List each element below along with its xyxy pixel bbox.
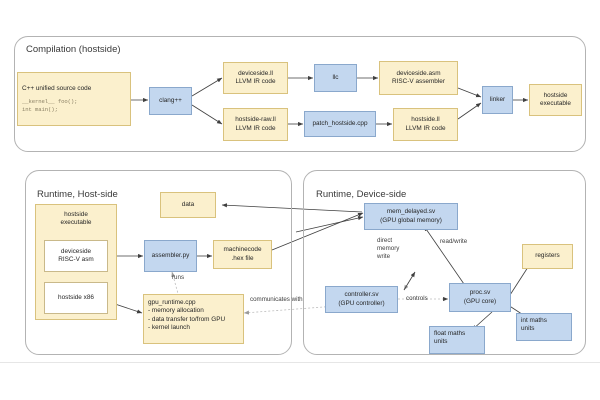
node-proc-sv[interactable]: proc.sv (GPU core)	[449, 283, 511, 312]
machinecode-line2: .hex file	[231, 254, 254, 262]
node-hostside-ll[interactable]: hostside.ll LLVM IR code	[393, 108, 458, 141]
group-runtime-device	[303, 170, 586, 355]
proc-line2: (GPU core)	[463, 297, 497, 305]
group-compilation	[14, 36, 586, 152]
controller-line1: controller.sv	[344, 291, 379, 299]
label-communicates-with: communicates with	[250, 296, 303, 303]
node-assembler-py[interactable]: assembler.py	[144, 240, 197, 272]
hostside-raw-ll-line1: hostside-raw.ll	[235, 116, 276, 124]
label-runs: runs	[172, 274, 185, 281]
label-direct-memory-write: direct memory write	[377, 237, 400, 260]
node-patch-hostside[interactable]: patch_hostside.cpp	[304, 111, 376, 137]
node-deviceside-asm[interactable]: deviceside.asm RISC-V assembler	[379, 61, 458, 95]
deviceside-ll-line1: deviceside.ll	[238, 69, 273, 77]
node-int-maths-units[interactable]: int maths units	[516, 313, 572, 341]
group-runtime-host	[25, 170, 292, 355]
node-hostside-x86[interactable]: hostside x86	[44, 282, 108, 314]
deviceside-ll-line2: LLVM IR code	[235, 78, 276, 85]
node-llc[interactable]: llc	[314, 64, 357, 92]
node-machinecode-hex[interactable]: machinecode .hex file	[213, 240, 272, 269]
deviceside-riscv-line1: deviceside	[60, 247, 92, 255]
hostside-x86-label: hostside x86	[58, 293, 94, 301]
hostside-exe-runtime-line2: executable	[60, 219, 92, 227]
node-registers[interactable]: registers	[522, 244, 573, 269]
node-clang[interactable]: clang++	[149, 87, 192, 115]
node-cpp-source[interactable]: C++ unified source code __kernel__ foo()…	[17, 72, 131, 126]
cpp-source-code-1: __kernel__ foo();	[22, 98, 78, 106]
mem-delayed-line2: (GPU global memory)	[380, 216, 442, 224]
patch-hostside-label: patch_hostside.cpp	[312, 119, 368, 127]
deviceside-asm-line1: deviceside.asm	[396, 69, 441, 77]
node-data[interactable]: data	[160, 192, 216, 218]
mem-delayed-line1: mem_delayed.sv	[386, 208, 436, 216]
group-runtime-device-title: Runtime, Device-side	[316, 189, 407, 200]
machinecode-line1: machinecode	[223, 246, 262, 254]
int-maths-line2: units	[521, 325, 535, 333]
gpu-runtime-line1: gpu_runtime.cpp	[148, 299, 196, 306]
hostside-raw-ll-line2: LLVM IR code	[235, 124, 276, 132]
cpp-source-code-2: int main();	[22, 105, 58, 113]
node-deviceside-riscv-asm[interactable]: deviceside RISC-V asm	[44, 240, 108, 272]
node-controller-sv[interactable]: controller.sv (GPU controller)	[325, 286, 398, 313]
group-runtime-host-title: Runtime, Host-side	[37, 189, 118, 200]
hostside-ll-line2: LLVM IR code	[405, 124, 446, 132]
node-float-maths-units[interactable]: float maths units	[429, 326, 485, 354]
hostside-exe-runtime-line1: hostside	[64, 211, 88, 218]
deviceside-riscv-line2: RISC-V asm	[58, 256, 94, 263]
gpu-runtime-line3: - data transfer to/from GPU	[148, 315, 226, 323]
node-deviceside-ll[interactable]: deviceside.ll LLVM IR code	[223, 62, 288, 94]
bottom-divider	[0, 362, 600, 363]
hostside-exe-line1: hostside	[543, 91, 568, 99]
node-gpu-runtime-cpp[interactable]: gpu_runtime.cpp - memory allocation - da…	[143, 294, 244, 344]
cpp-source-title: C++ unified source code	[22, 84, 92, 92]
node-mem-delayed-sv[interactable]: mem_delayed.sv (GPU global memory)	[364, 203, 458, 230]
label-controls: controls	[406, 295, 428, 302]
registers-label: registers	[535, 252, 560, 260]
gpu-runtime-line2: - memory allocation	[148, 307, 204, 315]
float-maths-line2: units	[434, 338, 448, 346]
gpu-runtime-line4: - kernel launch	[148, 324, 190, 332]
assembler-label: assembler.py	[151, 251, 190, 259]
label-read-write: read/write	[440, 238, 468, 245]
group-compilation-title: Compilation (hostside)	[26, 44, 121, 55]
node-hostside-raw-ll[interactable]: hostside-raw.ll LLVM IR code	[223, 108, 288, 141]
data-label: data	[181, 200, 195, 208]
proc-line1: proc.sv	[469, 289, 491, 297]
deviceside-asm-line2: RISC-V assembler	[392, 78, 445, 85]
int-maths-line1: int maths	[521, 317, 547, 324]
float-maths-line1: float maths	[434, 330, 466, 337]
node-hostside-executable-compilation[interactable]: hostside executable	[529, 84, 582, 116]
controller-line2: (GPU controller)	[338, 299, 385, 307]
linker-label: linker	[489, 95, 506, 103]
clang-label: clang++	[159, 96, 182, 104]
hostside-exe-line2: executable	[540, 100, 571, 107]
node-linker[interactable]: linker	[482, 86, 513, 114]
hostside-ll-line1: hostside.ll	[411, 116, 440, 124]
llc-label: llc	[332, 73, 339, 81]
